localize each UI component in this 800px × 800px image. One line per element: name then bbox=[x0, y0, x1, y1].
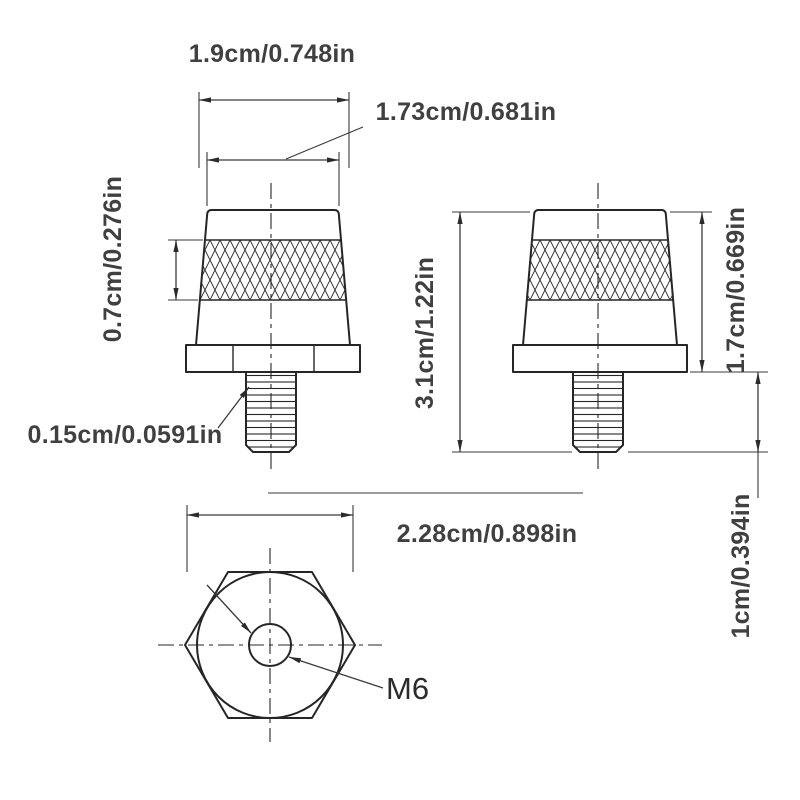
side-hex-flange bbox=[512, 344, 688, 373]
bottom-view: 2.28cm/0.898in M6 bbox=[158, 492, 583, 742]
side-total-height-dimension bbox=[452, 211, 572, 453]
front-top-width-dimension bbox=[198, 92, 350, 168]
m6-leader-lower bbox=[288, 656, 384, 689]
front-view: 1.9cm/0.748in 1.73cm/0.681in 0.7cm/0.276… bbox=[28, 40, 557, 472]
m6-leader-upper bbox=[206, 584, 252, 634]
side-stud-length-dimension bbox=[628, 372, 768, 498]
side-total-height-label: 3.1cm/1.22in bbox=[411, 257, 439, 409]
front-hex-flange bbox=[185, 344, 361, 373]
bottom-hex-width-dimension bbox=[186, 505, 354, 572]
front-thread-label: 0.15cm/0.0591in bbox=[28, 421, 223, 449]
side-body-height-label: 1.7cm/0.669in bbox=[722, 207, 750, 374]
front-knurl-width-label: 1.73cm/0.681in bbox=[376, 98, 557, 126]
front-knurl-pattern bbox=[200, 240, 346, 300]
front-knurl-height-dimension bbox=[168, 239, 203, 301]
front-top-width-label: 1.9cm/0.748in bbox=[189, 40, 356, 68]
side-knurl-pattern bbox=[527, 240, 673, 300]
front-knurl-height-label: 0.7cm/0.276in bbox=[99, 176, 127, 343]
m6-label: M6 bbox=[386, 671, 429, 706]
side-body-height-dimension bbox=[670, 211, 768, 373]
front-stud-threads bbox=[246, 372, 296, 452]
front-knurl-width-dimension bbox=[206, 126, 364, 206]
side-stud-length-label: 1cm/0.394in bbox=[727, 493, 755, 638]
front-thread-leader bbox=[217, 386, 250, 429]
side-stud-threads bbox=[573, 372, 623, 452]
bottom-hex-width-label: 2.28cm/0.898in bbox=[397, 520, 578, 548]
side-view: 3.1cm/1.22in 1.7cm/0.669in 1cm/0.394in bbox=[411, 183, 768, 639]
